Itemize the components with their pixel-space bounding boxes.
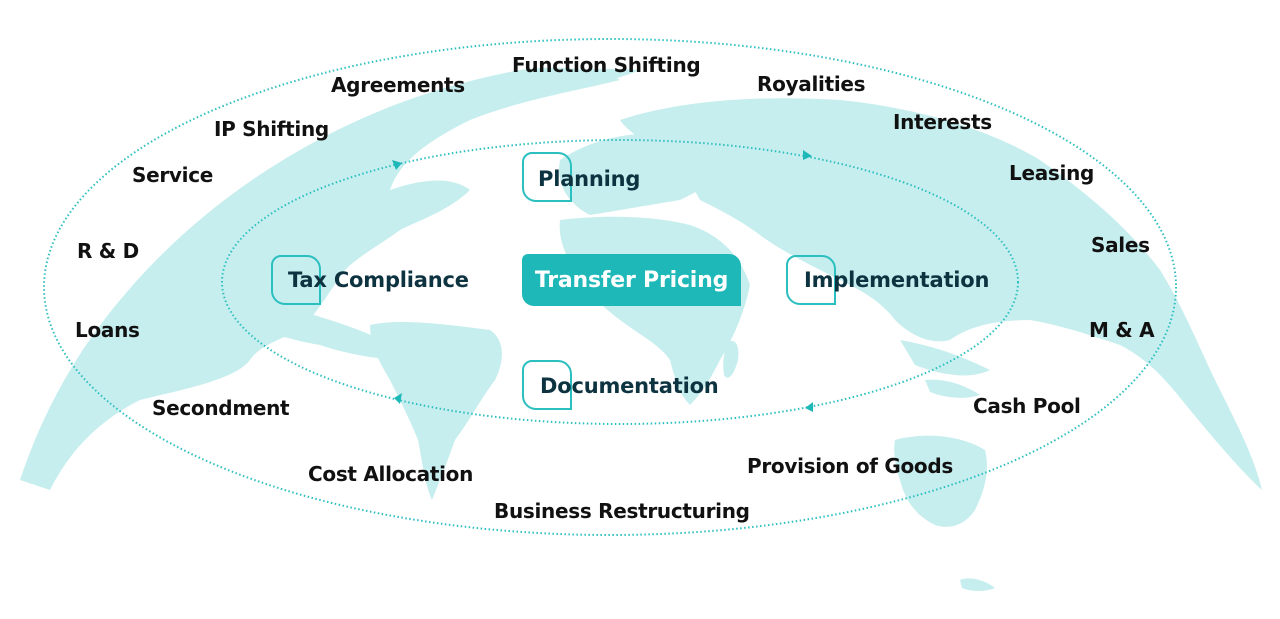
inner-label-planning: Planning [538,167,641,191]
inner-label-documentation: Documentation [540,374,719,398]
outer-label-leasing: Leasing [1009,161,1095,185]
arrow-icon [392,160,402,170]
outer-label-function-shifting: Function Shifting [512,53,701,77]
arrow-icon [805,402,813,412]
outer-label-service: Service [132,163,214,187]
outer-label-cost-allocation: Cost Allocation [308,462,474,486]
inner-label-tax-compliance: Tax Compliance [288,268,469,292]
outer-label-r-and-d: R & D [77,239,139,263]
outer-label-interests: Interests [893,110,992,134]
inner-label-implementation: Implementation [804,268,990,292]
outer-label-loans: Loans [75,318,140,342]
tax-compliance-box-icon [271,255,321,305]
outer-cycle-ellipse [43,38,1177,536]
arrow-icon [394,393,402,404]
outer-label-royalities: Royalities [757,72,866,96]
inner-cycle-ellipse [221,139,1019,425]
arrow-icon [803,150,812,160]
outer-label-sales: Sales [1091,233,1150,257]
implementation-box-icon [786,255,836,305]
outer-label-ip-shifting: IP Shifting [214,117,329,141]
planning-box-icon [522,152,572,202]
outer-label-agreements: Agreements [331,73,465,97]
outer-label-business-restructuring: Business Restructuring [494,499,750,523]
outer-label-secondment: Secondment [152,396,290,420]
outer-label-cash-pool: Cash Pool [973,394,1081,418]
documentation-box-icon [522,360,572,410]
outer-label-m-and-a: M & A [1089,318,1155,342]
center-transfer-pricing: Transfer Pricing [522,254,741,306]
outer-label-provision-of-goods: Provision of Goods [747,454,953,478]
center-label: Transfer Pricing [534,267,729,293]
